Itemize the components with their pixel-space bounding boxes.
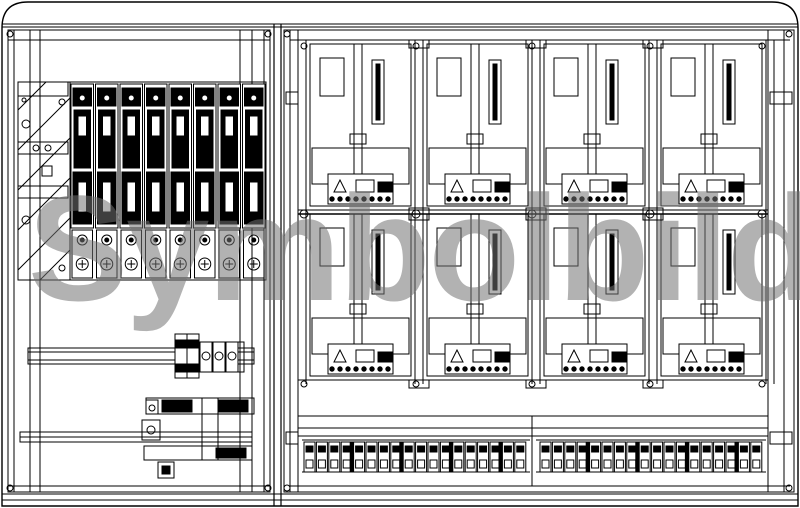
terminal-block <box>713 441 726 473</box>
terminal-block <box>576 441 590 473</box>
terminal-block <box>477 441 490 473</box>
terminal-block <box>564 441 577 473</box>
fuse-switch-group <box>69 81 267 281</box>
fuse-switch-unit <box>168 83 192 279</box>
fuse-switch-unit <box>119 83 143 279</box>
terminal-block <box>514 441 527 473</box>
lower-terminal-assembly <box>19 397 255 479</box>
terminal-block <box>464 441 477 473</box>
fuse-switch-unit <box>217 83 241 279</box>
fuse-switch-unit <box>242 83 266 279</box>
terminal-block <box>402 441 415 473</box>
surge-arrester <box>199 341 213 373</box>
terminal-block <box>589 441 602 473</box>
surge-arrester <box>212 341 226 373</box>
terminal-block <box>315 441 328 473</box>
terminal-block <box>427 441 440 473</box>
terminal-block <box>725 441 739 473</box>
meter-module <box>660 43 763 207</box>
meter-module-grid <box>297 39 775 389</box>
surge-arrester <box>225 341 239 373</box>
terminal-block <box>328 441 341 473</box>
terminal-block <box>353 441 366 473</box>
terminal-block <box>551 441 564 473</box>
terminal-block <box>539 441 552 473</box>
watermark-text: Symbolbild <box>28 164 800 332</box>
terminal-block <box>675 441 689 473</box>
fuse-switch-unit <box>193 83 217 279</box>
terminal-block <box>663 441 676 473</box>
terminal-block <box>340 441 354 473</box>
hatched-side-panel <box>17 81 71 281</box>
terminal-block <box>390 441 404 473</box>
terminal-block-rows <box>303 441 763 473</box>
surge-arrester-group <box>199 341 245 373</box>
terminal-block <box>688 441 701 473</box>
terminal-block <box>377 441 390 473</box>
terminal-block <box>626 441 640 473</box>
meter-module <box>426 43 529 207</box>
meter-module <box>543 43 646 207</box>
terminal-block <box>700 441 713 473</box>
terminal-block <box>439 441 453 473</box>
meter-module <box>426 213 529 377</box>
fuse-switch-unit <box>70 83 94 279</box>
terminal-block <box>489 441 503 473</box>
terminal-block <box>365 441 378 473</box>
meter-module <box>309 43 412 207</box>
terminal-block <box>501 441 514 473</box>
terminal-block <box>452 441 465 473</box>
terminal-block <box>613 441 626 473</box>
terminal-block <box>651 441 664 473</box>
terminal-block <box>303 441 316 473</box>
meter-module <box>543 213 646 377</box>
din-rail-upper <box>27 333 255 379</box>
fuse-switch-unit <box>144 83 168 279</box>
terminal-block <box>601 441 614 473</box>
fuse-switch-unit <box>95 83 119 279</box>
terminal-block <box>638 441 651 473</box>
meter-module <box>660 213 763 377</box>
terminal-block <box>737 441 750 473</box>
terminal-block <box>415 441 428 473</box>
terminal-block <box>750 441 763 473</box>
